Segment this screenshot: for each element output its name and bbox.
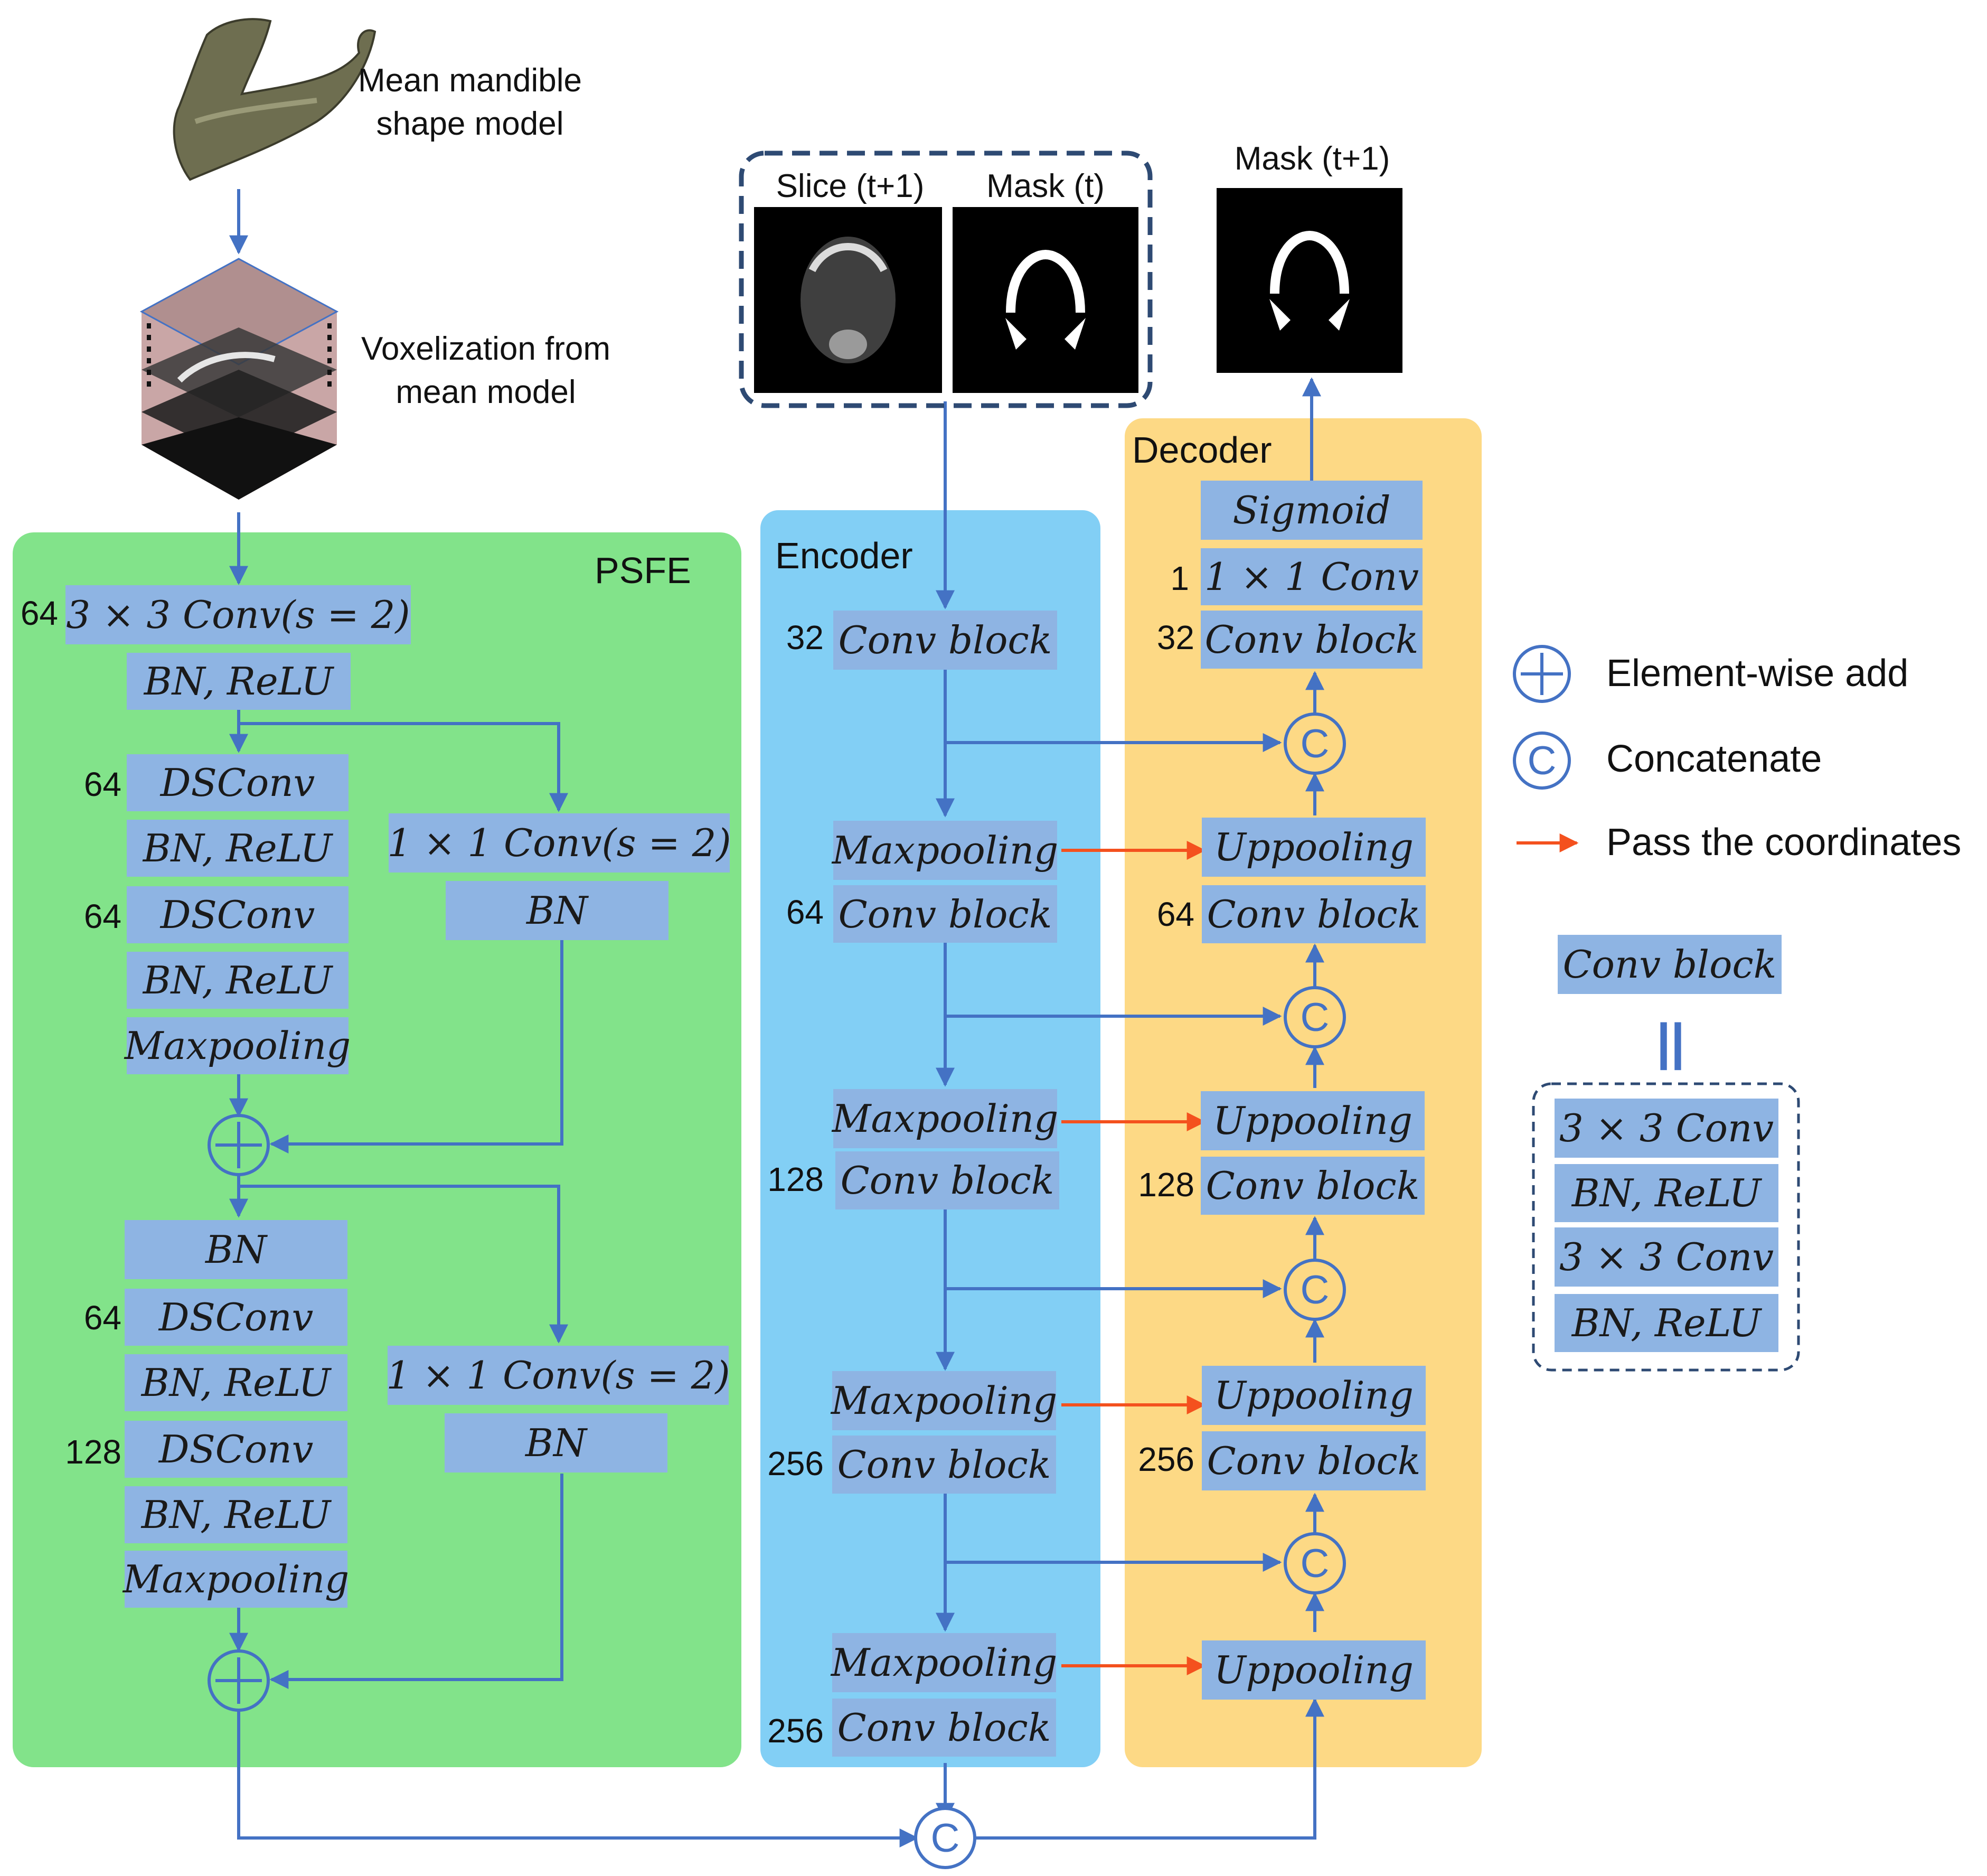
psfe-num-ds3: 64 bbox=[83, 1299, 121, 1337]
decoder-conv-block-2: Conv block bbox=[1202, 885, 1426, 943]
legend-cb-bn-relu-2: BN, ReLU bbox=[1555, 1294, 1778, 1352]
decoder-conv-block-1: Conv block bbox=[1201, 611, 1423, 669]
decoder-num-cb2: 64 bbox=[1156, 895, 1194, 933]
psfe-num-conv1: 64 bbox=[20, 594, 58, 632]
encoder-maxpool-3: Maxpooling bbox=[831, 1371, 1057, 1430]
psfe-conv1-block: 3 × 3 Conv(s = 2) bbox=[65, 585, 411, 644]
legend-symbols bbox=[1513, 645, 1800, 1372]
legend-cb-conv-2: 3 × 3 Conv bbox=[1555, 1227, 1778, 1287]
output-mask-label: Mask (t+1) bbox=[1234, 140, 1390, 177]
concat-symbol: C bbox=[1301, 721, 1330, 766]
psfe-maxpool-1: Maxpooling bbox=[125, 1017, 351, 1074]
encoder-conv-block-1: Conv block bbox=[833, 611, 1057, 670]
mandible-model-image bbox=[173, 18, 376, 181]
decoder-num-cb3: 128 bbox=[1138, 1166, 1194, 1204]
decoder-num-conv1x1: 1 bbox=[1170, 559, 1189, 597]
mask-t-image bbox=[953, 207, 1138, 393]
concat-symbol: C bbox=[1301, 995, 1330, 1040]
legend-add-label: Element-wise add bbox=[1606, 652, 1909, 695]
psfe-skip-bn-2: BN bbox=[445, 1413, 667, 1472]
output-mask-image bbox=[1217, 188, 1402, 373]
psfe-bn-relu-3: BN, ReLU bbox=[127, 952, 349, 1009]
add-circles bbox=[208, 1114, 270, 1712]
decoder-conv1x1: 1 × 1 Conv bbox=[1201, 548, 1423, 605]
decoder-sigmoid: Sigmoid bbox=[1201, 481, 1423, 540]
encoder-num-3: 128 bbox=[767, 1160, 824, 1198]
input-group-frame bbox=[739, 151, 1153, 408]
decoder-title: Decoder bbox=[1132, 429, 1272, 471]
decoder-conv-block-3: Conv block bbox=[1201, 1157, 1425, 1215]
psfe-maxpool-2: Maxpooling bbox=[123, 1551, 349, 1608]
psfe-num-ds1: 64 bbox=[83, 765, 121, 803]
decoder-num-cb1: 32 bbox=[1156, 618, 1194, 656]
encoder-conv-block-5: Conv block bbox=[832, 1699, 1056, 1757]
legend-pass-label: Pass the coordinates bbox=[1606, 821, 1962, 864]
decoder-uppool-1: Uppooling bbox=[1202, 818, 1426, 877]
encoder-num-1: 32 bbox=[786, 618, 824, 656]
psfe-bn-relu-5: BN, ReLU bbox=[125, 1486, 347, 1543]
psfe-bn-relu-2: BN, ReLU bbox=[127, 820, 349, 877]
legend-concat-label: Concatenate bbox=[1606, 738, 1822, 780]
decoder-uppool-3: Uppooling bbox=[1202, 1366, 1426, 1425]
psfe-dsconv-2: DSConv bbox=[127, 886, 349, 943]
legend-cb-conv-1: 3 × 3 Conv bbox=[1555, 1099, 1778, 1158]
decoder-conv-block-4: Conv block bbox=[1202, 1431, 1426, 1490]
legend-equals: || bbox=[1656, 1014, 1685, 1070]
psfe-dsconv-1: DSConv bbox=[127, 754, 349, 811]
decoder-uppool-4: Uppooling bbox=[1202, 1640, 1426, 1700]
concat-symbol: C bbox=[931, 1816, 960, 1861]
slice-label: Slice (t+1) bbox=[776, 168, 925, 204]
slice-image bbox=[754, 207, 942, 393]
encoder-conv-block-4: Conv block bbox=[832, 1436, 1056, 1494]
psfe-skip-bn-1: BN bbox=[446, 881, 668, 940]
encoder-num-5: 256 bbox=[767, 1712, 824, 1750]
legend-conv-block: Conv block bbox=[1558, 935, 1782, 994]
psfe-title: PSFE bbox=[595, 550, 691, 591]
legend-concat-symbol: C bbox=[1528, 738, 1557, 783]
psfe-dsconv-3: DSConv bbox=[125, 1289, 347, 1346]
encoder-maxpool-1: Maxpooling bbox=[832, 821, 1058, 880]
psfe-bn-relu-4: BN, ReLU bbox=[125, 1354, 347, 1411]
concat-symbol: C bbox=[1301, 1268, 1330, 1312]
encoder-maxpool-4: Maxpooling bbox=[831, 1633, 1057, 1692]
legend-cb-bn-relu-1: BN, ReLU bbox=[1555, 1164, 1778, 1222]
decoder-num-cb4: 256 bbox=[1138, 1440, 1194, 1478]
psfe-skip-conv-2: 1 × 1 Conv(s = 2) bbox=[386, 1346, 730, 1405]
decoder-uppool-2: Uppooling bbox=[1201, 1091, 1425, 1150]
encoder-num-4: 256 bbox=[767, 1444, 824, 1483]
encoder-maxpool-2: Maxpooling bbox=[832, 1089, 1058, 1148]
encoder-conv-block-3: Conv block bbox=[835, 1151, 1059, 1209]
psfe-bn-mid: BN bbox=[125, 1220, 347, 1279]
encoder-conv-block-2: Conv block bbox=[833, 885, 1057, 943]
encoder-num-2: 64 bbox=[786, 893, 824, 931]
psfe-num-ds2: 64 bbox=[83, 897, 121, 935]
psfe-dsconv-4: DSConv bbox=[125, 1421, 347, 1478]
psfe-bn-relu-1: BN, ReLU bbox=[127, 653, 351, 710]
mask-t-label: Mask (t) bbox=[986, 168, 1105, 204]
encoder-title: Encoder bbox=[775, 535, 913, 576]
psfe-skip-conv-1: 1 × 1 Conv(s = 2) bbox=[387, 813, 731, 873]
voxel-cube-image bbox=[139, 258, 339, 500]
concat-symbol: C bbox=[1301, 1541, 1330, 1586]
psfe-num-ds4: 128 bbox=[65, 1433, 121, 1471]
